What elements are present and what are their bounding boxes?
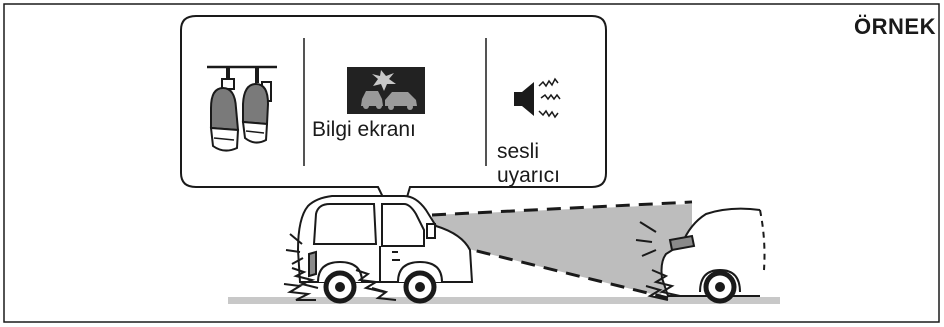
sensor-range-line-top [431, 200, 693, 217]
buzzer-label-line-1: sesli [497, 140, 540, 163]
example-label: ÖRNEK [854, 14, 936, 39]
sound-wave-icon [538, 77, 561, 119]
collision-warning-icon [347, 67, 425, 114]
pedal-icon [207, 65, 277, 152]
buzzer-icon [514, 82, 534, 116]
road-surface [228, 297, 780, 304]
sensor-range-line-bottom [431, 238, 669, 300]
sensor-detection-zone [432, 204, 692, 296]
own-vehicle [296, 195, 474, 304]
impact-flash-icon [283, 221, 681, 301]
info-display-label: Bilgi ekranı [312, 118, 416, 141]
buzzer-label-line-2: uyarıcı [497, 164, 561, 187]
vehicle-ahead [660, 207, 766, 304]
